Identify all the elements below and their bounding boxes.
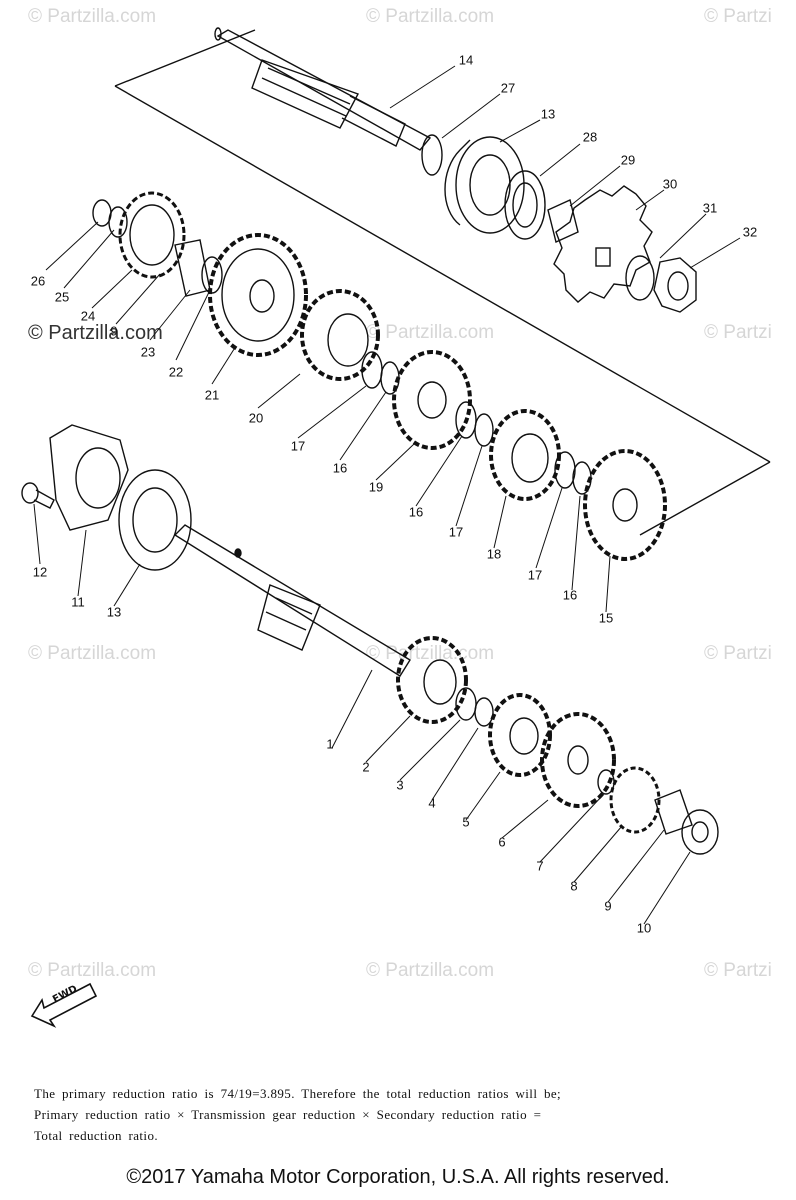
callout-6: 6 — [498, 834, 506, 850]
guide-line — [639, 461, 771, 536]
callout-22: 22 — [168, 364, 184, 380]
bearing-stopper-plate — [49, 424, 129, 531]
gear — [609, 766, 661, 834]
drive-sprocket — [553, 185, 653, 303]
gear — [540, 712, 616, 808]
watermark: © Partzilla.com — [28, 960, 157, 981]
copyright: ©2017 Yamaha Motor Corporation, U.S.A. A… — [126, 1166, 670, 1188]
gear — [583, 449, 667, 561]
callout-15: 15 — [598, 610, 614, 626]
reduction-ratio-note: The primary reduction ratio is 74/19=3.8… — [34, 1083, 764, 1146]
callout-2: 2 — [362, 759, 370, 775]
callout-14: 14 — [458, 52, 474, 68]
callout-17: 17 — [527, 567, 543, 583]
circlip — [474, 697, 494, 727]
callout-31: 31 — [702, 200, 718, 216]
watermark: © Partzi — [704, 6, 772, 27]
note-line: The primary reduction ratio is 74/19=3.8… — [34, 1086, 562, 1101]
bearing — [681, 809, 719, 855]
watermark: © Partzilla.com — [28, 6, 157, 27]
watermark: © Partzi — [704, 960, 772, 981]
washer — [554, 451, 576, 489]
callout-27: 27 — [500, 80, 516, 96]
callout-17: 17 — [290, 438, 306, 454]
callout-4: 4 — [428, 795, 436, 811]
callout-3: 3 — [396, 777, 404, 793]
nut — [653, 257, 697, 313]
gear — [300, 289, 380, 381]
main-axle — [173, 524, 411, 677]
note-line: Total reduction ratio. — [34, 1128, 158, 1143]
callout-16: 16 — [562, 587, 578, 603]
washer — [421, 134, 443, 176]
callout-28: 28 — [582, 129, 598, 145]
callout-8: 8 — [570, 878, 578, 894]
callout-17: 17 — [448, 524, 464, 540]
callout-20: 20 — [248, 410, 264, 426]
callout-7: 7 — [536, 858, 544, 874]
fwd-arrow-icon — [30, 982, 98, 1028]
bolt — [21, 482, 55, 509]
watermark: © Partzi — [704, 643, 772, 664]
callout-24: 24 — [80, 308, 96, 324]
callout-5: 5 — [462, 814, 470, 830]
collar — [547, 199, 579, 243]
watermark: © Partzi — [704, 322, 772, 343]
callout-13: 13 — [540, 106, 556, 122]
callout-30: 30 — [662, 176, 678, 192]
collar — [654, 789, 693, 835]
collar — [504, 170, 546, 240]
callout-25: 25 — [54, 289, 70, 305]
callout-1: 1 — [326, 736, 334, 752]
watermark: © Partzilla.com — [28, 643, 157, 664]
callout-19: 19 — [368, 479, 384, 495]
callout-21: 21 — [204, 387, 220, 403]
watermark: © Partzilla.com — [366, 322, 495, 343]
watermark: © Partzilla.com — [28, 322, 163, 344]
callout-32: 32 — [742, 224, 758, 240]
lock-washer — [625, 255, 655, 301]
callout-12: 12 — [32, 564, 48, 580]
note-line: Primary reduction ratio × Transmission g… — [34, 1107, 542, 1122]
callout-9: 9 — [604, 898, 612, 914]
circlip — [455, 401, 477, 439]
gear — [392, 350, 472, 450]
guide-line — [114, 29, 256, 87]
callout-26: 26 — [30, 273, 46, 289]
gear — [118, 191, 186, 279]
watermark: © Partzilla.com — [366, 960, 495, 981]
guide-line — [114, 85, 771, 463]
gear — [208, 233, 308, 357]
gear — [396, 636, 468, 724]
callout-11: 11 — [71, 594, 85, 610]
callout-16: 16 — [332, 460, 348, 476]
callout-13: 13 — [106, 604, 122, 620]
washer — [108, 206, 128, 238]
drive-axle-shaft — [214, 27, 432, 151]
bearing — [444, 136, 525, 234]
callout-29: 29 — [620, 152, 636, 168]
washer — [474, 413, 494, 447]
bearing — [118, 469, 192, 571]
callout-18: 18 — [486, 546, 502, 562]
callout-9: 9 — [110, 323, 118, 339]
callout-23: 23 — [140, 344, 156, 360]
callout-10: 10 — [636, 920, 652, 936]
watermark: © Partzilla.com — [366, 6, 495, 27]
gear — [489, 409, 561, 501]
callout-16: 16 — [408, 504, 424, 520]
